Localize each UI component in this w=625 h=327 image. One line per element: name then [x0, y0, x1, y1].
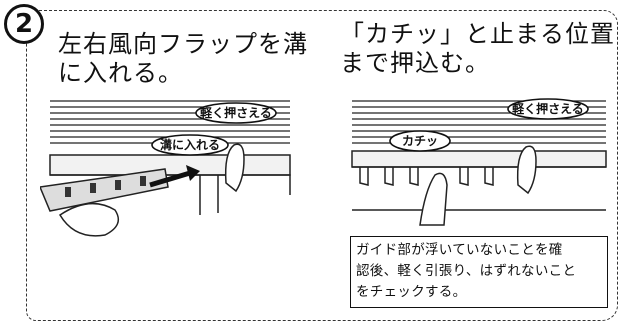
unit-louver — [351, 150, 607, 168]
left-heading-line-1: 左右風向フラップを溝 — [58, 30, 308, 58]
flap-vanes — [65, 176, 146, 197]
check-note: ガイド部が浮いていないことを確 認後、軽く引張り、はずれないこと をチェックする… — [350, 236, 608, 308]
unit-louver — [49, 154, 291, 176]
press-bubble — [507, 98, 589, 120]
right-hand — [516, 145, 537, 195]
unit-body — [352, 166, 606, 211]
flap-vanes — [359, 167, 494, 186]
insert-label: 溝に入れる — [160, 137, 220, 152]
note-line-1: ガイド部が浮いていないことを確 — [356, 242, 563, 258]
instruction-frame — [26, 10, 618, 321]
insert-arrow-head — [186, 165, 200, 181]
note-line-2: 認後、軽く引張り、はずれないこと — [356, 263, 577, 279]
insert-bubble — [151, 134, 229, 156]
press-label: 軽く押さえる — [200, 105, 272, 120]
right-heading: 「カチッ」と止まる位置 まで押込む。 — [340, 20, 615, 78]
flap-assembly — [40, 168, 169, 212]
insert-arrow — [149, 170, 191, 188]
left-heading: 左右風向フラップを溝 に入れる。 — [58, 30, 308, 88]
left-hand — [419, 172, 448, 226]
left-hand — [58, 202, 120, 237]
right-illustration: 軽く押さえる カチッ — [351, 98, 607, 226]
step-number: 2 — [14, 9, 34, 39]
right-hand — [224, 143, 245, 193]
press-label: 軽く押さえる — [512, 101, 584, 116]
press-bubble — [195, 102, 277, 124]
step-number-badge: 2 — [4, 4, 44, 44]
click-label: カチッ — [402, 134, 438, 148]
left-illustration: 軽く押さえる 溝に入れる — [40, 100, 291, 237]
click-bubble — [389, 130, 451, 152]
right-heading-line-2: まで押込む。 — [340, 49, 490, 77]
left-heading-line-2: に入れる。 — [58, 59, 183, 87]
note-line-3: をチェックする。 — [356, 284, 467, 300]
right-heading-line-1: 「カチッ」と止まる位置 — [340, 20, 615, 48]
